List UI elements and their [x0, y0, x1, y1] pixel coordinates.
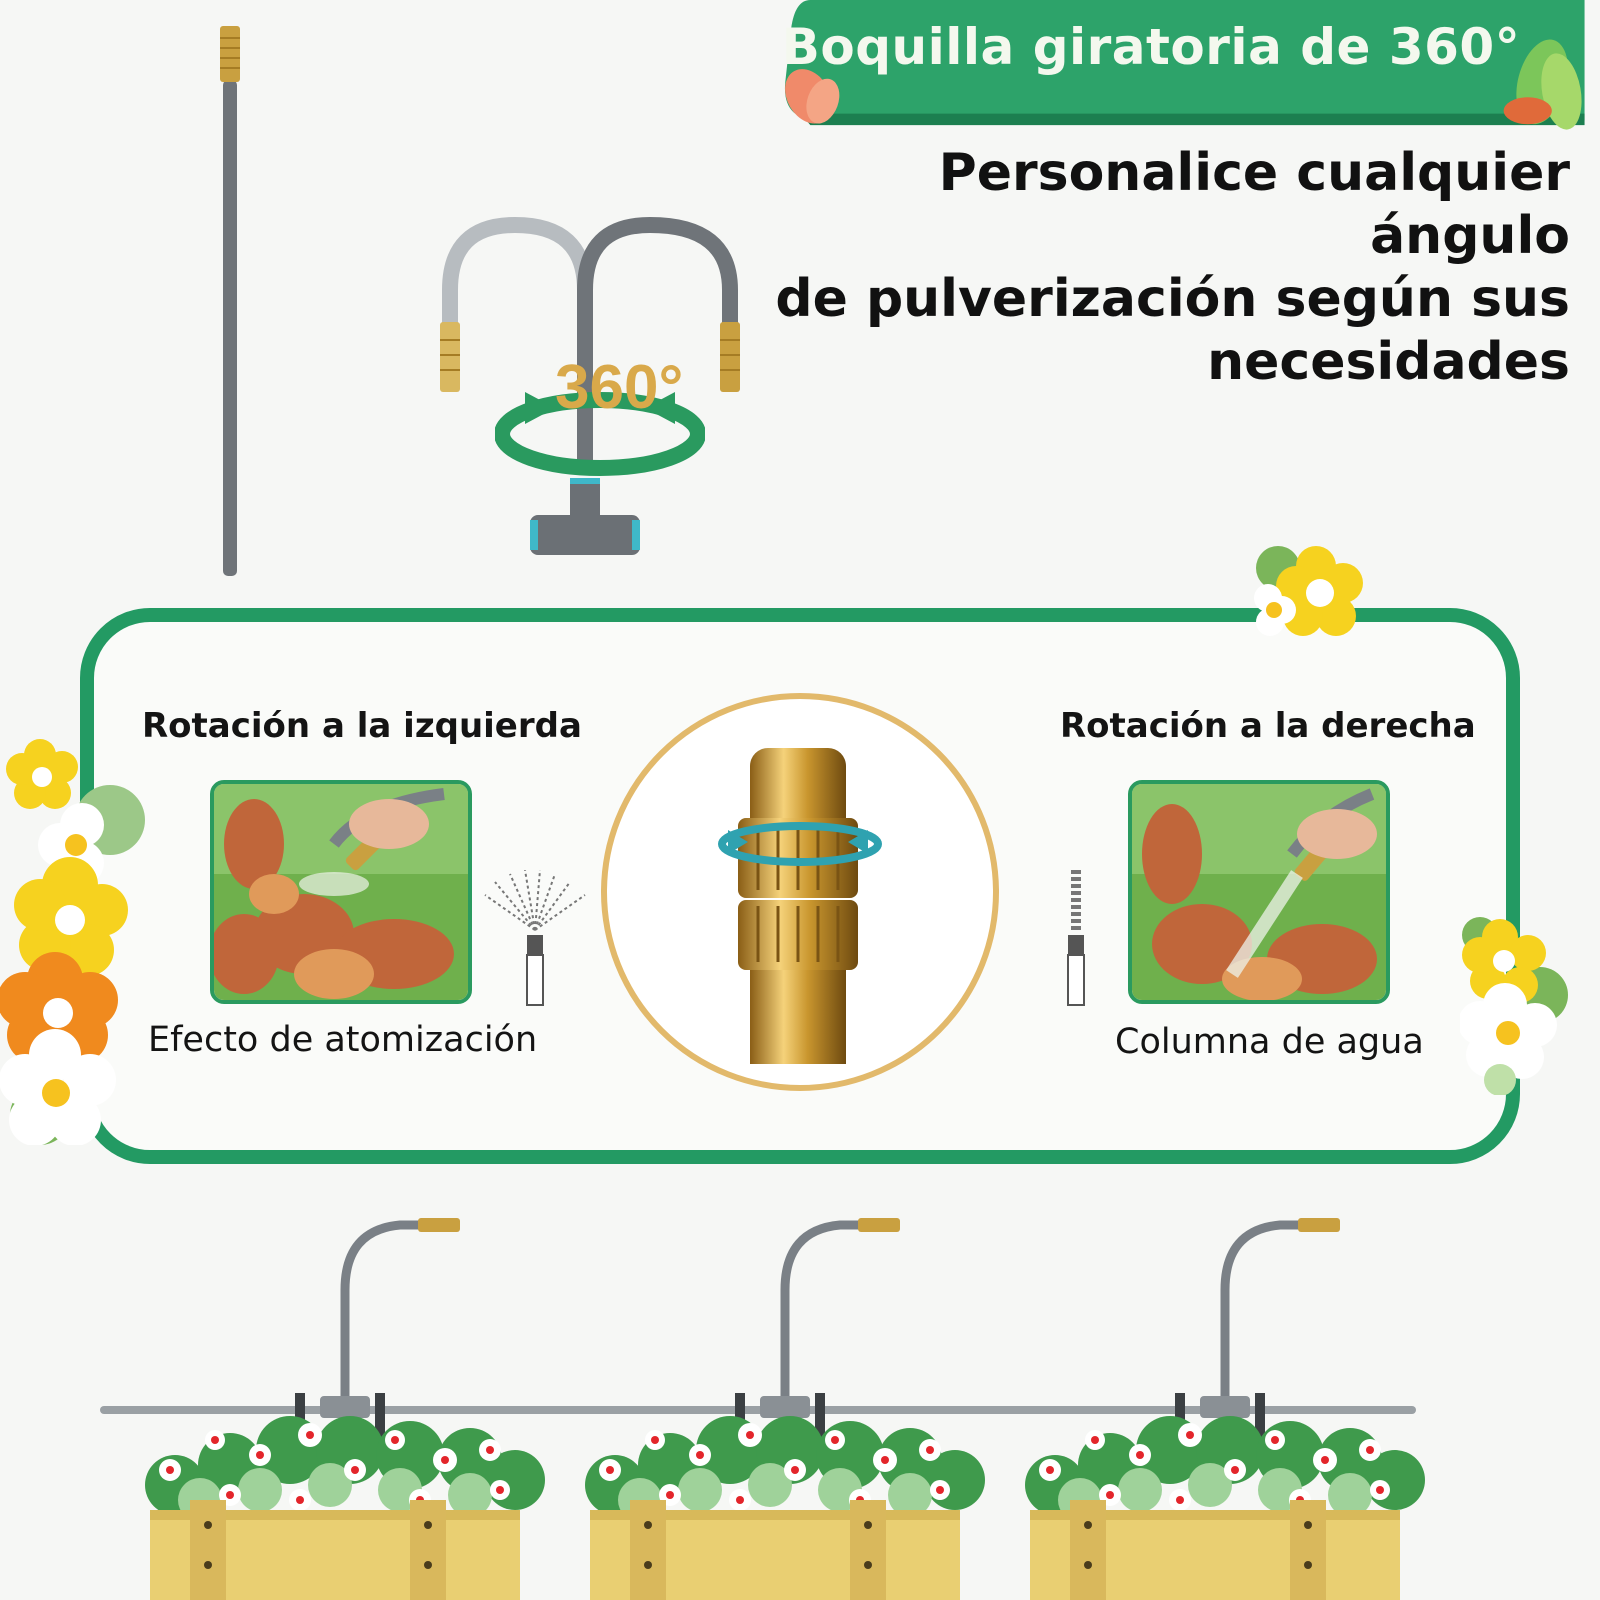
flower-icon	[1460, 917, 1568, 1095]
banner-title: Boquilla giratoria de 360°	[781, 18, 1521, 76]
straight-pipe-illustration	[220, 26, 240, 576]
rotate-arrow-icon	[495, 392, 705, 476]
flower-icon	[1254, 546, 1363, 636]
left-rotation-heading: Rotación a la izquierda	[142, 706, 582, 746]
water-jet-icon	[1067, 870, 1085, 1006]
planter-scene	[100, 1200, 1600, 1600]
rotation-badge: 360°	[555, 353, 684, 422]
subtitle-line-3: necesidades	[1207, 332, 1570, 392]
leaf-decor-left	[785, 69, 840, 124]
subtitle-line-1: Personalice cualquier ángulo	[938, 143, 1570, 266]
leaf-decor-right	[1503, 39, 1582, 130]
subtitle: Personalice cualquier ángulo de pulveriz…	[770, 142, 1570, 394]
mist-spray-photo	[210, 780, 472, 1004]
subtitle-line-2: de pulverización según sus	[775, 269, 1570, 329]
brass-nozzle-icon	[601, 693, 999, 1091]
sprinkler-planter-unit	[145, 1218, 545, 1600]
right-caption: Columna de agua	[1115, 1022, 1424, 1062]
right-rotation-heading: Rotación a la derecha	[1060, 706, 1476, 746]
double-hose-illustration	[440, 216, 740, 555]
mist-spray-icon	[484, 870, 586, 1006]
header-banner	[784, 0, 1585, 130]
flower-icon	[0, 739, 145, 1145]
water-jet-photo	[1128, 780, 1390, 1004]
left-caption: Efecto de atomización	[148, 1020, 538, 1060]
